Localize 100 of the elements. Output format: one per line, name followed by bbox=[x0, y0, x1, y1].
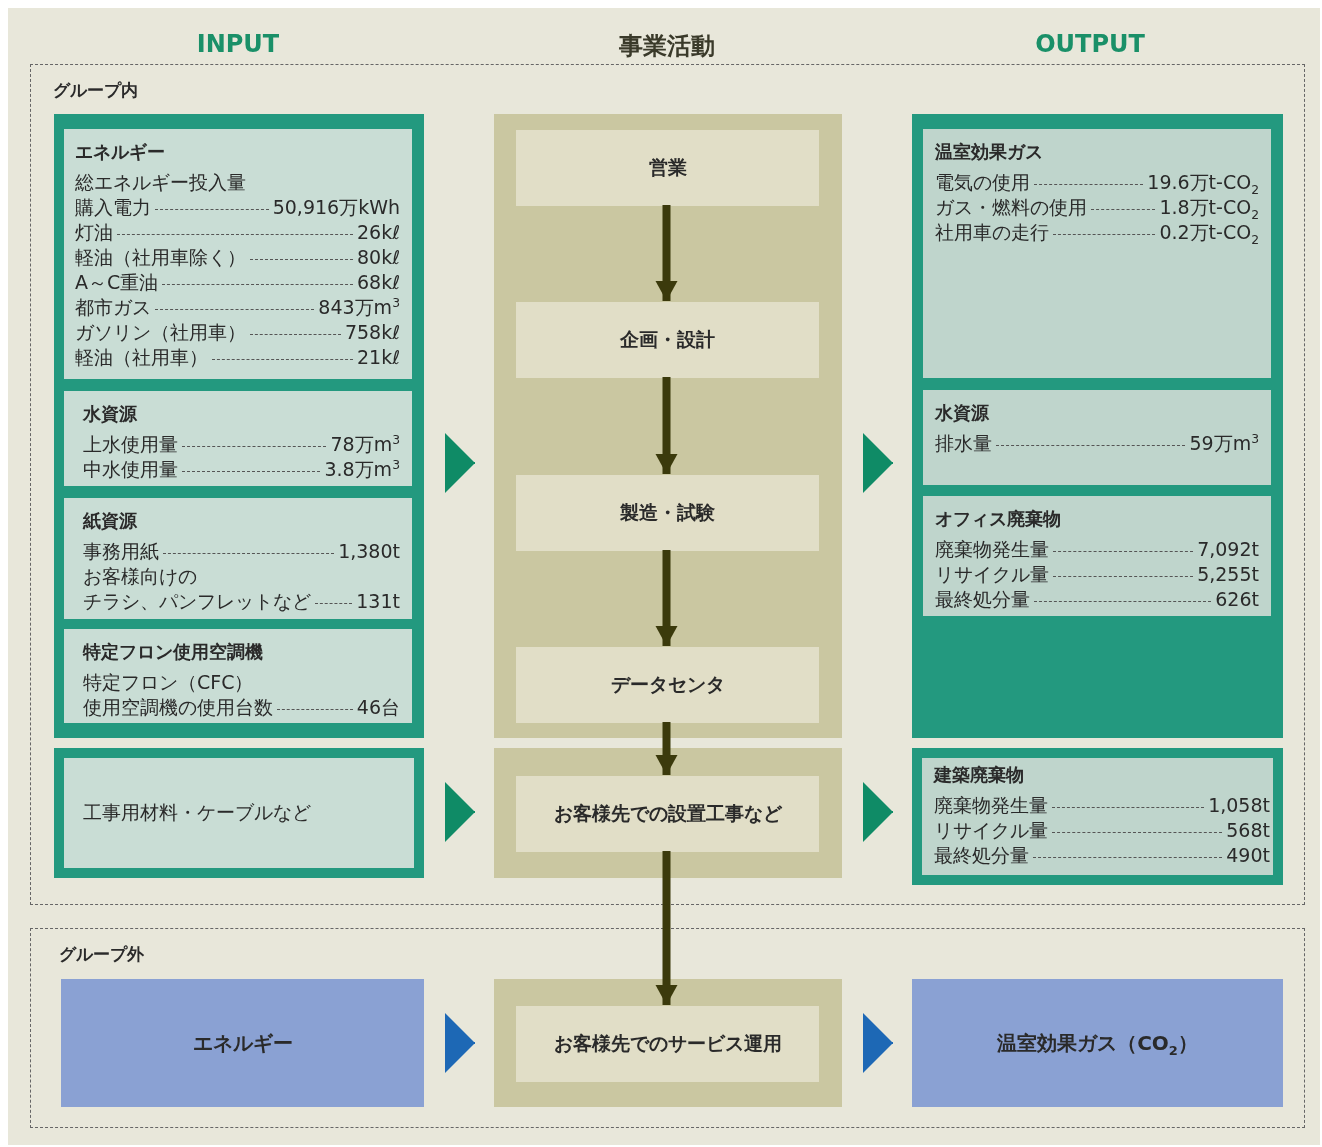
box-label: お客様先でのサービス運用 bbox=[553, 1031, 782, 1056]
box-heading: 水資源 bbox=[83, 403, 138, 425]
item-value: 21kℓ bbox=[356, 345, 400, 370]
box-label: 製造・試験 bbox=[620, 500, 715, 525]
box-label: エネルギー bbox=[192, 1029, 293, 1057]
item-value: 758kℓ bbox=[344, 320, 400, 345]
item-label: 軽油（社用車） bbox=[75, 345, 208, 370]
item-value: 568t bbox=[1226, 818, 1270, 843]
column-heading: INPUT bbox=[195, 30, 281, 58]
panel bbox=[54, 114, 424, 738]
data-box bbox=[64, 498, 412, 619]
panel bbox=[494, 748, 842, 878]
item-label: 使用空調機の使用台数 bbox=[83, 695, 273, 720]
arrow bbox=[655, 205, 678, 301]
item-value: 3.8万m$^{3}$ bbox=[324, 457, 400, 482]
item-label: お客様向けの bbox=[83, 564, 198, 589]
item-label: 都市ガス bbox=[75, 295, 151, 320]
chevron-arrow bbox=[444, 433, 476, 493]
box-heading: オフィス廃棄物 bbox=[935, 508, 1062, 530]
item-value: 50,916万kWh bbox=[272, 195, 400, 220]
item-label: 廃棄物発生量 bbox=[934, 793, 1048, 818]
flow-box bbox=[61, 979, 424, 1107]
data-box bbox=[64, 391, 412, 486]
process-box bbox=[516, 776, 819, 852]
group-label: グループ外 bbox=[59, 943, 144, 966]
data-box bbox=[64, 129, 412, 379]
box-label: お客様先での設置工事など bbox=[553, 801, 782, 826]
box-heading: 特定フロン使用空調機 bbox=[83, 641, 264, 663]
dashed-group-frame bbox=[30, 928, 1305, 1128]
item-label: 総エネルギー投入量 bbox=[75, 170, 247, 195]
arrow bbox=[655, 377, 678, 474]
item-value: 490t bbox=[1226, 843, 1270, 868]
chevron-arrow bbox=[444, 782, 476, 842]
item-value: 1,058t bbox=[1208, 793, 1270, 818]
item-value: 78万m$^{3}$ bbox=[330, 432, 400, 457]
item-label: 最終処分量 bbox=[934, 843, 1029, 868]
box-heading: 水資源 bbox=[935, 402, 990, 424]
data-box bbox=[923, 496, 1271, 616]
item-label: チラシ、パンフレットなど bbox=[83, 589, 311, 614]
group-label: グループ内 bbox=[53, 79, 138, 102]
box-heading: 温室効果ガス bbox=[935, 141, 1044, 163]
item-label: 特定フロン（CFC） bbox=[83, 670, 255, 695]
data-box bbox=[912, 748, 1283, 885]
box-heading: 紙資源 bbox=[83, 510, 138, 532]
dashed-group-frame bbox=[30, 64, 1305, 905]
data-box bbox=[923, 129, 1271, 378]
arrow bbox=[655, 851, 678, 1005]
item-label: 購入電力 bbox=[75, 195, 151, 220]
item-value: 626t bbox=[1215, 587, 1259, 612]
item-value: 131t bbox=[356, 589, 400, 614]
arrow bbox=[655, 722, 678, 775]
material-box bbox=[54, 748, 424, 878]
item-value: 843万m$^{3}$ bbox=[318, 295, 400, 320]
box-heading: 建築廃棄物 bbox=[934, 764, 1025, 786]
item-label: 廃棄物発生量 bbox=[935, 537, 1049, 562]
column-heading: OUTPUT bbox=[1034, 30, 1146, 58]
item-label: 排水量 bbox=[935, 431, 992, 456]
item-label: 事務用紙 bbox=[83, 539, 159, 564]
item-value: 19.6万t-CO$_{2}$ bbox=[1147, 170, 1259, 195]
item-label: 上水使用量 bbox=[83, 432, 178, 457]
box-label: 温室効果ガス（CO$_{2}$） bbox=[997, 1029, 1198, 1057]
column-heading: 事業活動 bbox=[618, 31, 716, 62]
item-label: 中水使用量 bbox=[83, 457, 178, 482]
item-value: 59万m$^{3}$ bbox=[1189, 431, 1259, 456]
item-label: ガソリン（社用車） bbox=[75, 320, 246, 345]
data-box bbox=[64, 629, 412, 723]
box-label: データセンタ bbox=[610, 672, 725, 697]
process-box bbox=[516, 130, 819, 206]
chevron-arrow bbox=[444, 1013, 476, 1073]
process-box bbox=[516, 1006, 819, 1082]
item-value: 26kℓ bbox=[356, 220, 400, 245]
box-heading: エネルギー bbox=[75, 141, 166, 163]
box-label: 工事用材料・ケーブルなど bbox=[83, 800, 311, 825]
panel bbox=[494, 979, 842, 1107]
item-label: ガス・燃料の使用 bbox=[935, 195, 1087, 220]
item-label: 灯油 bbox=[75, 220, 113, 245]
arrow bbox=[655, 550, 678, 646]
process-box bbox=[516, 475, 819, 551]
item-value: 1.8万t-CO$_{2}$ bbox=[1159, 195, 1259, 220]
item-value: 68kℓ bbox=[356, 270, 400, 295]
process-box bbox=[516, 647, 819, 723]
chevron-arrow bbox=[862, 1013, 894, 1073]
item-value: 80kℓ bbox=[356, 245, 400, 270]
item-value: 5,255t bbox=[1197, 562, 1259, 587]
box-label: 営業 bbox=[648, 155, 687, 180]
item-value: 1,380t bbox=[338, 539, 400, 564]
item-label: A～C重油 bbox=[75, 270, 159, 295]
panel bbox=[912, 114, 1283, 738]
item-label: リサイクル量 bbox=[934, 818, 1048, 843]
item-label: 軽油（社用車除く） bbox=[75, 245, 246, 270]
item-label: 最終処分量 bbox=[935, 587, 1030, 612]
data-box bbox=[923, 390, 1271, 485]
item-label: リサイクル量 bbox=[935, 562, 1049, 587]
item-value: 0.2万t-CO$_{2}$ bbox=[1159, 220, 1259, 245]
chevron-arrow bbox=[862, 433, 894, 493]
process-box bbox=[516, 302, 819, 378]
item-value: 46台 bbox=[356, 695, 400, 720]
item-label: 社用車の走行 bbox=[935, 220, 1049, 245]
chevron-arrow bbox=[862, 782, 894, 842]
box-label: 企画・設計 bbox=[620, 327, 715, 352]
